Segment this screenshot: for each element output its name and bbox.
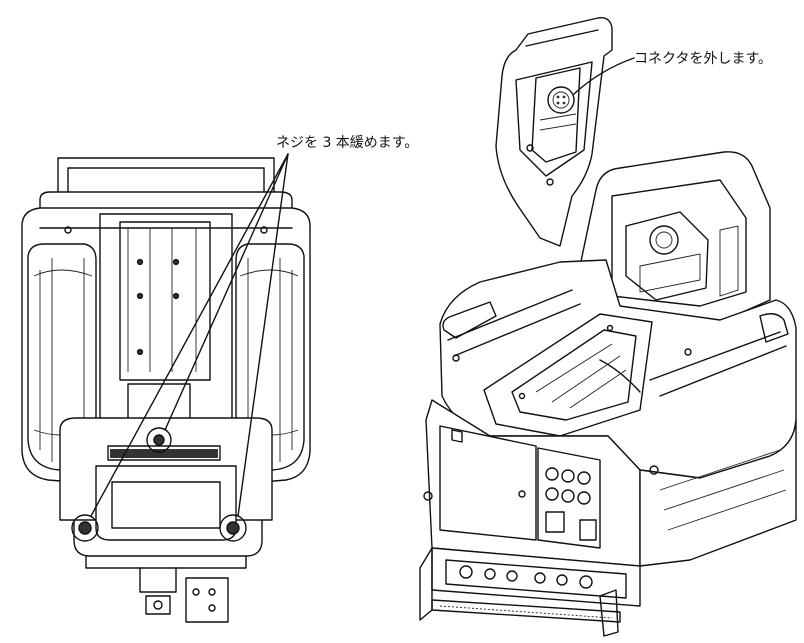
- leader-line-left-screw: [90, 153, 289, 517]
- connector-circle: [547, 86, 575, 114]
- callout-connector: コネクタを外します。: [634, 51, 773, 67]
- leader-line-top-screw: [164, 153, 289, 431]
- screw-circle-top: [146, 427, 172, 453]
- leader-line-connector: [573, 57, 635, 95]
- camera-rear-view: [21, 153, 311, 623]
- camera-open-view: [419, 17, 797, 637]
- screw-circle-left: [71, 514, 99, 542]
- screw-circle-right: [219, 514, 247, 542]
- leader-line-right-screw: [237, 153, 289, 517]
- callout-screws: ネジを 3 本緩めます。: [276, 135, 419, 151]
